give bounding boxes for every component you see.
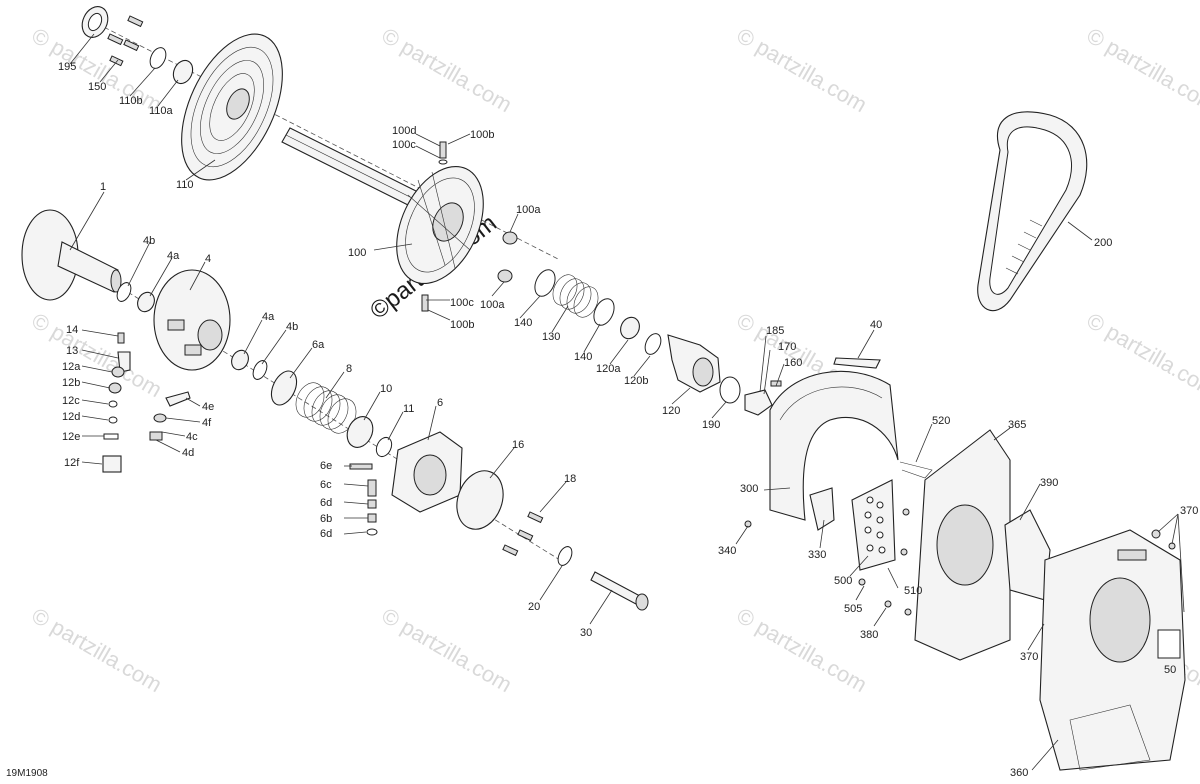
callout: 6a bbox=[312, 339, 325, 351]
callout: 370 bbox=[1020, 651, 1038, 663]
callout: 360 bbox=[1010, 767, 1028, 779]
callout: 370 bbox=[1180, 505, 1198, 517]
callout: 100a bbox=[480, 299, 505, 311]
guard-group bbox=[744, 357, 1186, 771]
callout: 20 bbox=[528, 601, 540, 613]
belt-200 bbox=[977, 111, 1088, 312]
watermark: © partzilla.com bbox=[733, 23, 872, 118]
callout: 30 bbox=[580, 627, 592, 639]
callout: 14 bbox=[66, 324, 78, 336]
sheave-110 bbox=[181, 33, 283, 181]
callout: 190 bbox=[702, 419, 720, 431]
housing-370 bbox=[1039, 529, 1186, 771]
callout: 12f bbox=[64, 457, 80, 469]
callout: 365 bbox=[1008, 419, 1026, 431]
callout: 50 bbox=[1164, 664, 1176, 676]
watermark: © partzilla.com bbox=[378, 23, 517, 118]
callout: 1 bbox=[100, 181, 106, 193]
callout: 100d bbox=[392, 125, 416, 137]
plate-500 bbox=[851, 479, 896, 571]
callout: 380 bbox=[860, 629, 878, 641]
callout: 6b bbox=[320, 513, 332, 525]
callout: 13 bbox=[66, 345, 78, 357]
belt-teeth bbox=[1005, 219, 1043, 275]
callout: 4c bbox=[186, 431, 198, 443]
callout: 16 bbox=[512, 439, 524, 451]
callout: 4 bbox=[205, 253, 211, 265]
sheave-1 bbox=[21, 209, 122, 301]
callout: 4b bbox=[286, 321, 298, 333]
callout: 120 bbox=[662, 405, 680, 417]
callout: 4e bbox=[202, 401, 214, 413]
callout: 170 bbox=[778, 341, 796, 353]
callout: 100b bbox=[470, 129, 494, 141]
callout: 12d bbox=[62, 411, 80, 423]
callout: 120a bbox=[596, 363, 621, 375]
callout: 100a bbox=[516, 204, 541, 216]
sheave-100 bbox=[396, 166, 484, 284]
spring-130 bbox=[552, 274, 599, 318]
callout: 500 bbox=[834, 575, 852, 587]
bolt-30 bbox=[590, 571, 649, 611]
callout: 4f bbox=[202, 417, 212, 429]
callout: 185 bbox=[766, 325, 784, 337]
callout: 6d bbox=[320, 528, 332, 540]
callout: 200 bbox=[1094, 237, 1112, 249]
watermark: © partzilla.com bbox=[1083, 23, 1200, 118]
leader-lines bbox=[69, 33, 1185, 771]
callout: 520 bbox=[932, 415, 950, 427]
callout: 110a bbox=[149, 105, 174, 117]
callout: 140 bbox=[514, 317, 532, 329]
watermark: © partzilla.com bbox=[378, 603, 517, 698]
callout: 110 bbox=[176, 179, 194, 191]
watermark: © partzilla.com bbox=[733, 603, 872, 698]
callout: 6e bbox=[320, 460, 332, 472]
callout: 100c bbox=[392, 139, 416, 151]
callout: 505 bbox=[844, 603, 862, 615]
spring-8 bbox=[295, 382, 357, 434]
callout: 4a bbox=[167, 250, 180, 262]
cam-120 bbox=[667, 334, 721, 393]
callout: 330 bbox=[808, 549, 826, 561]
watermark: © partzilla.com bbox=[28, 308, 167, 403]
callout: 130 bbox=[542, 331, 560, 343]
callout: 8 bbox=[346, 363, 352, 375]
callout: 390 bbox=[1040, 477, 1058, 489]
watermark: © partzilla.com bbox=[28, 603, 167, 698]
callout: 11 bbox=[403, 403, 414, 415]
callout: 340 bbox=[718, 545, 736, 557]
callout: 120b bbox=[624, 375, 648, 387]
callout: 100 bbox=[348, 247, 366, 259]
callout: 6c bbox=[320, 479, 332, 491]
callout: 300 bbox=[740, 483, 758, 495]
callout: 40 bbox=[870, 319, 882, 331]
callout: 12c bbox=[62, 395, 80, 407]
callout: 6d bbox=[320, 497, 332, 509]
diagram-code: 19M1908 bbox=[6, 768, 48, 779]
callout: 12b bbox=[62, 377, 80, 389]
callout: 12a bbox=[62, 361, 81, 373]
callout: 100c bbox=[450, 297, 474, 309]
housing-6 bbox=[391, 431, 463, 513]
callout: 140 bbox=[574, 351, 592, 363]
drive-pulley-group bbox=[21, 209, 649, 611]
callout: 4a bbox=[262, 311, 275, 323]
callout: 10 bbox=[380, 383, 392, 395]
callout: 110b bbox=[119, 95, 143, 107]
callout: 100b bbox=[450, 319, 474, 331]
callout: 4b bbox=[143, 235, 155, 247]
callout: 510 bbox=[904, 585, 922, 597]
callout: 6 bbox=[437, 397, 443, 409]
callout: 160 bbox=[784, 357, 802, 369]
callout: 4d bbox=[182, 447, 194, 459]
driven-pulley-group bbox=[81, 6, 782, 416]
callout: 18 bbox=[564, 473, 576, 485]
callout-labels: 195 150 110b 110a 110 1 4b 4a 4 14 13 12… bbox=[58, 61, 1198, 779]
callout: 12e bbox=[62, 431, 80, 443]
housing-4 bbox=[153, 269, 231, 371]
callout: 150 bbox=[88, 81, 106, 93]
watermark: © partzilla.com bbox=[1083, 308, 1200, 403]
callout: 195 bbox=[58, 61, 76, 73]
